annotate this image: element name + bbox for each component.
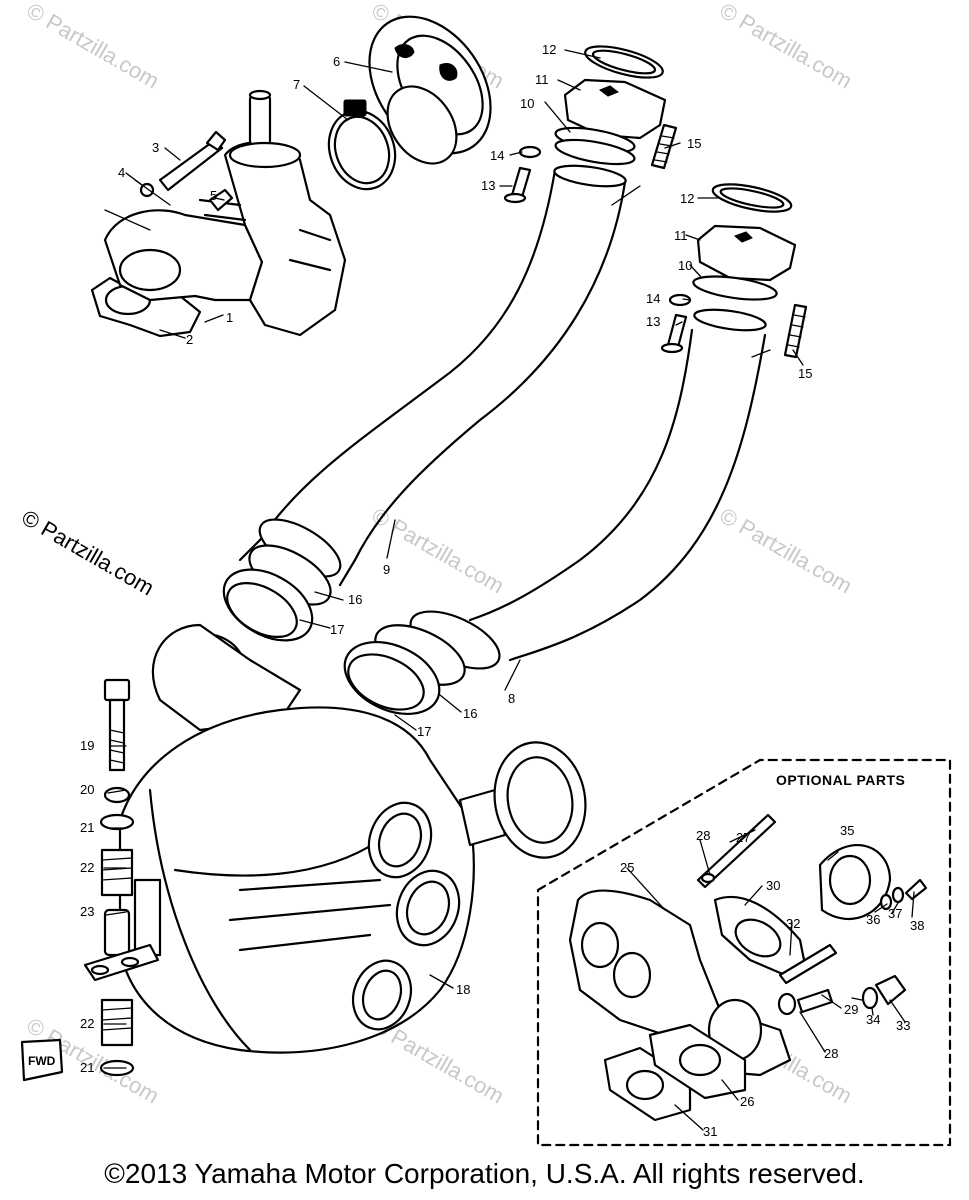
callout-29: 29 xyxy=(844,1002,858,1017)
callout-18: 18 xyxy=(456,982,470,997)
hose-band xyxy=(327,99,397,191)
callout-11a: 11 xyxy=(535,72,549,87)
callout-33: 33 xyxy=(896,1018,910,1033)
callout-14b: 14 xyxy=(646,291,660,306)
callout-22b: 22 xyxy=(80,1016,94,1031)
optional-parts-box: OPTIONAL PARTS xyxy=(536,758,952,1147)
callout-30: 30 xyxy=(766,878,780,893)
callout-17b: 17 xyxy=(417,724,431,739)
watermark: © Partzilla.com xyxy=(716,0,857,93)
cap-assembly-lower xyxy=(660,183,808,359)
callout-10b: 10 xyxy=(678,258,692,273)
cap-assembly-upper xyxy=(503,45,678,204)
mounting-hardware xyxy=(83,678,160,1077)
callout-22a: 22 xyxy=(80,860,94,875)
watermark: © Partzilla.com xyxy=(716,503,857,599)
callout-21a: 21 xyxy=(80,820,94,835)
callout-12b: 12 xyxy=(680,191,694,206)
callout-16b: 16 xyxy=(463,706,477,721)
callout-17a: 17 xyxy=(330,622,344,637)
callout-34: 34 xyxy=(866,1012,880,1027)
callout-10a: 10 xyxy=(520,96,534,111)
callout-1: 1 xyxy=(226,310,233,325)
callout-16a: 16 xyxy=(348,592,362,607)
watermark: © Partzilla.com xyxy=(18,505,159,601)
callout-8: 8 xyxy=(508,691,515,706)
muffler xyxy=(118,623,587,1054)
callout-35: 35 xyxy=(840,823,854,838)
callout-6: 6 xyxy=(333,54,340,69)
callout-4: 4 xyxy=(118,165,125,180)
callout-13a: 13 xyxy=(481,178,495,193)
callout-14a: 14 xyxy=(490,148,504,163)
callout-27: 27 xyxy=(736,830,750,845)
fwd-arrow: FWD xyxy=(20,1038,64,1082)
copyright-notice: ©2013 Yamaha Motor Corporation, U.S.A. A… xyxy=(104,1158,865,1189)
watermark: © Partzilla.com xyxy=(23,0,164,93)
callout-32: 32 xyxy=(786,916,800,931)
callout-31: 31 xyxy=(703,1124,717,1139)
callout-19: 19 xyxy=(80,738,94,753)
callout-12a: 12 xyxy=(542,42,556,57)
callout-9: 9 xyxy=(383,562,390,577)
callout-36: 36 xyxy=(866,912,880,927)
callout-numbers: 1 2 3 4 5 6 7 8 9 10 10 11 11 12 12 13 1… xyxy=(80,42,924,1139)
callout-21b: 21 xyxy=(80,1060,94,1075)
callout-11b: 11 xyxy=(674,228,688,243)
callout-3: 3 xyxy=(152,140,159,155)
callout-5: 5 xyxy=(210,188,217,203)
callout-23: 23 xyxy=(80,904,94,919)
callout-2: 2 xyxy=(186,332,193,347)
callout-15a: 15 xyxy=(687,136,701,151)
callout-26: 26 xyxy=(740,1094,754,1109)
leader-lines xyxy=(103,49,915,1131)
callout-20: 20 xyxy=(80,782,94,797)
callout-15b: 15 xyxy=(798,366,812,381)
fwd-label: FWD xyxy=(28,1054,56,1068)
callout-28a: 28 xyxy=(696,828,710,843)
callout-38: 38 xyxy=(910,918,924,933)
callout-25: 25 xyxy=(620,860,634,875)
optional-parts-label: OPTIONAL PARTS xyxy=(776,772,905,788)
exhaust-pipe-8 xyxy=(343,308,767,715)
exhaust-pipe-9 xyxy=(222,164,627,642)
air-cleaner-cover xyxy=(368,15,492,165)
carburetor-assembly xyxy=(90,89,347,338)
callout-13b: 13 xyxy=(646,314,660,329)
callout-37: 37 xyxy=(888,906,902,921)
callout-7: 7 xyxy=(293,77,300,92)
callout-28b: 28 xyxy=(824,1046,838,1061)
